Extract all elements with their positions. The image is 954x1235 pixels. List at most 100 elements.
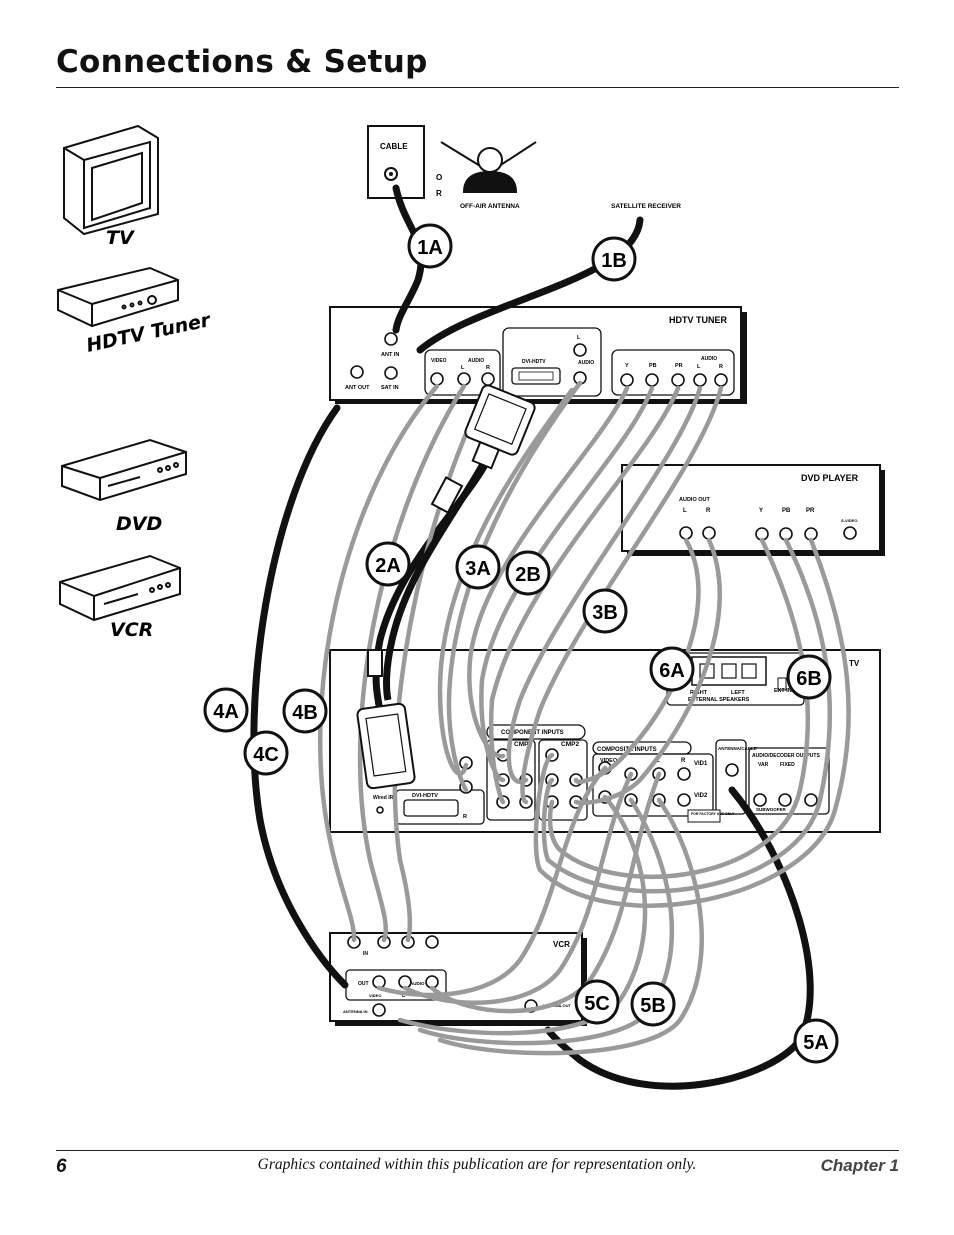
dvd-pb-label: PB — [782, 508, 791, 514]
tv-antenna-cable-label: ANTENNA/CABLE — [718, 746, 757, 751]
vcr-panel-title: VCR — [553, 940, 570, 949]
tuner-dvi-audio-label: AUDIO — [578, 360, 594, 366]
cable-6b-pr — [533, 537, 851, 908]
svg-text:4B: 4B — [292, 702, 318, 724]
cable-3b-l — [506, 385, 703, 784]
tv-fixed-label: FIXED — [780, 762, 795, 768]
footer-rule — [56, 1150, 899, 1151]
cable-1b — [416, 216, 644, 354]
dvd-l-label: L — [683, 508, 687, 514]
dvd-device-label: DVD — [116, 513, 162, 535]
tv-vid2-label: VID2 — [694, 793, 708, 799]
tuner-pr-label: PR — [675, 363, 683, 369]
svg-text:3B: 3B — [592, 602, 618, 624]
vcr-video-label: VIDEO — [369, 993, 381, 998]
vcr-panel — [329, 932, 587, 1026]
svg-text:5C: 5C — [584, 993, 610, 1015]
tuner-audio-label: AUDIO — [468, 358, 484, 364]
cable-3a-r — [437, 387, 575, 776]
dvi-cable — [356, 384, 536, 790]
dvd-icon — [61, 438, 187, 502]
tv-wired-ir-label: Wired IR — [373, 795, 394, 801]
hdtv-tuner-icon — [57, 266, 179, 328]
page-title: Connections & Setup — [56, 44, 428, 80]
sat-in-label: SAT IN — [381, 385, 399, 391]
vcr-in-label: IN — [363, 951, 368, 957]
svg-text:4C: 4C — [253, 744, 279, 766]
cable-2b-pb — [479, 385, 655, 783]
tv-speaker-left-label: LEFT — [731, 690, 745, 696]
cable-4c-audio-l — [357, 383, 467, 943]
tv-cmp1-label: CMP1 — [514, 741, 532, 748]
tv-icon — [63, 124, 159, 236]
callout-5b: 5B — [630, 981, 676, 1027]
tv-device-label: TV — [106, 227, 135, 249]
tv-audio-outputs-label: AUDIO/DECODER OUTPUTS — [752, 753, 820, 759]
tuner-y-label: Y — [625, 363, 629, 369]
dvd-pr-label: PR — [806, 508, 815, 514]
tuner-audio-r-label: R — [486, 365, 490, 371]
or-label-r: R — [436, 189, 442, 198]
cable-6b-y — [547, 537, 811, 880]
cable-label: CABLE — [380, 142, 408, 151]
tv-composite-video-label: VIDEO — [600, 758, 618, 764]
svg-text:5B: 5B — [640, 995, 666, 1017]
callout-5c: 5C — [574, 979, 620, 1025]
tuner-dvi-audio-l-label: L — [577, 335, 581, 341]
or-label-o: O — [436, 173, 442, 182]
callout-4a: 4A — [203, 687, 249, 733]
hdtv-tuner-panel-title: HDTV TUNER — [669, 315, 727, 325]
dvd-y-label: Y — [759, 508, 763, 514]
callout-6b: 6B — [786, 654, 832, 700]
tuner-video-label: VIDEO — [431, 358, 447, 364]
tv-external-speakers-label: EXTERNAL SPEAKERS — [688, 697, 750, 703]
vcr-l-label: L — [402, 993, 405, 999]
chapter-label: Chapter 1 — [820, 1156, 899, 1175]
vcr-icon — [59, 554, 181, 622]
svg-text:2B: 2B — [515, 564, 541, 586]
tv-factory-label: FOR FACTORY USE ONLY — [691, 812, 735, 816]
tv-subwoofer-label: SUBWOOFER — [756, 807, 786, 812]
dvd-panel-title: DVD PLAYER — [801, 473, 859, 483]
svg-text:1A: 1A — [417, 237, 443, 259]
ant-in-label: ANT IN — [381, 352, 399, 358]
cable-5a — [544, 786, 814, 1090]
tv-ext-in-label: EXT IN — [774, 688, 792, 694]
cable-4b-video — [317, 383, 440, 943]
vcr-audio-label: AUDIO — [410, 981, 425, 986]
tuner-component-r-label: R — [719, 364, 723, 370]
svg-text:6A: 6A — [659, 660, 685, 682]
cable-6a-l — [573, 537, 701, 785]
dvd-svideo-label: S-VIDEO — [841, 518, 857, 523]
vcr-device-label: VCR — [110, 619, 153, 641]
av-cables — [317, 380, 851, 1056]
cable-5c-r — [437, 797, 704, 1056]
vcr-antenna-out-label: ANTENNA OUT — [542, 1003, 572, 1008]
svg-text:5A: 5A — [803, 1032, 829, 1054]
cable-6a-r — [573, 537, 723, 805]
svg-text:4A: 4A — [213, 701, 239, 723]
tv-speaker-right-label: RIGHT — [690, 690, 708, 696]
cable-5c-video — [397, 794, 648, 1036]
tuner-pb-label: PB — [649, 363, 657, 369]
callout-4b: 4B — [282, 688, 328, 734]
ant-out-label: ANT OUT — [345, 385, 370, 391]
disclaimer-text: Graphics contained within this publicati… — [257, 1156, 697, 1173]
cable-1a — [392, 184, 425, 334]
cable-3a-l — [446, 380, 583, 793]
header-rule — [56, 87, 899, 88]
svg-text:1B: 1B — [601, 250, 627, 272]
dvd-r-label: R — [706, 508, 711, 514]
tuner-audio-l-label: L — [461, 365, 465, 371]
tuner-component-l-label: L — [697, 364, 701, 370]
dvd-player-panel — [621, 464, 885, 556]
tv-cmp2-label: CMP2 — [561, 741, 579, 748]
callout-1a: 1A — [407, 223, 453, 269]
svg-text:2A: 2A — [375, 555, 401, 577]
cable-3b-r — [520, 385, 724, 805]
tv-dvi-hdtv-label: DVI-HDTV — [412, 793, 438, 799]
vcr-antenna-in-label: ANTENNA IN — [343, 1009, 368, 1014]
tv-dvi-audio-r-label: R — [463, 814, 467, 820]
satellite-receiver-label: SATELLITE RECEIVER — [611, 203, 681, 210]
